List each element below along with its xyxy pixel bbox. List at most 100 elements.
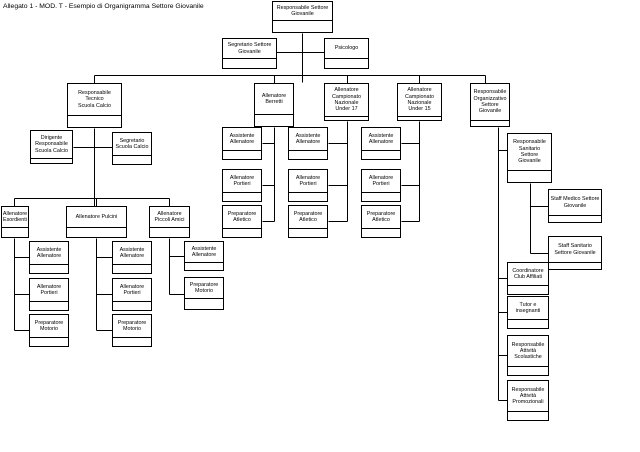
org-box-resp-organizzativo: Responsabile Organizzativo Settore Giova… bbox=[470, 83, 510, 127]
org-box-divider bbox=[185, 298, 223, 299]
org-box-divider bbox=[150, 227, 189, 228]
org-box-divider bbox=[289, 192, 327, 193]
org-box-divider bbox=[67, 227, 126, 228]
org-box-divider bbox=[113, 264, 151, 265]
org-box-label: Assistente Allenatore bbox=[119, 246, 145, 259]
org-box-divider bbox=[31, 158, 72, 159]
org-box-pulc-portieri: Allenatore Portieri bbox=[112, 278, 152, 311]
org-box-divider bbox=[273, 20, 332, 21]
page-title: Allegato 1 - MOD. T - Esempio di Organig… bbox=[3, 3, 204, 10]
org-box-responsabile: Responsabile Settore Giovanile bbox=[272, 1, 333, 33]
org-box-divider bbox=[508, 285, 548, 286]
org-box-staff-sanitario: Staff Sanitario Settore Giovanile bbox=[548, 236, 602, 270]
org-box-u17-assistente: Assistente Allenatore bbox=[288, 127, 328, 160]
org-box-divider bbox=[113, 337, 151, 338]
org-box-coordinatore: Coordinatore Club Affiliati bbox=[507, 262, 549, 295]
org-box-label: Allenatore Pulcini bbox=[75, 213, 118, 220]
org-box-divider bbox=[30, 264, 68, 265]
org-box-label: Allenatore Portieri bbox=[36, 283, 62, 296]
org-box-divider bbox=[508, 411, 548, 412]
org-box-all-piccoli: Allenatore Piccoli Amici bbox=[149, 206, 190, 238]
org-box-divider bbox=[508, 319, 548, 320]
org-box-all-berretti: Allenatore Berretti bbox=[254, 83, 294, 127]
org-box-label: Segretario Scuola Calcio bbox=[115, 137, 149, 150]
org-box-divider bbox=[223, 192, 261, 193]
org-box-label: Allenatore Campionato Nazionale Under 17 bbox=[331, 87, 362, 113]
org-box-resp-sanitario: Responsabile Sanitario Settore Giovanile bbox=[507, 133, 552, 183]
org-box-berr-preparatore: Preparatore Atletico bbox=[222, 205, 262, 238]
org-box-label: Assistente Allenatore bbox=[191, 245, 217, 258]
org-box-esord-assistente: Assistente Allenatore bbox=[29, 241, 69, 274]
org-box-all-u17: Allenatore Campionato Nazionale Under 17 bbox=[324, 83, 369, 121]
org-box-divider bbox=[185, 262, 223, 263]
org-box-label: Allenatore Portieri bbox=[368, 174, 394, 187]
org-box-all-esordienti: Allenatore Esordienti bbox=[1, 206, 29, 238]
org-box-segretario-sc: Segretario Scuola Calcio bbox=[112, 132, 152, 165]
org-box-u17-portieri: Allenatore Portieri bbox=[288, 169, 328, 202]
org-box-label: Allenatore Berretti bbox=[261, 92, 287, 105]
org-box-label: Assistente Allenatore bbox=[36, 246, 62, 259]
org-box-divider bbox=[223, 228, 261, 229]
org-box-picc-preparatore: Preparatore Motorio bbox=[184, 277, 224, 310]
org-box-label: Psicologo bbox=[334, 45, 359, 52]
org-box-tutor: Tutor e insegnanti bbox=[507, 296, 549, 329]
org-box-divider bbox=[362, 228, 400, 229]
org-box-divider bbox=[255, 114, 293, 115]
org-box-label: Responsabile Sanitario Settore Giovanile bbox=[513, 139, 546, 165]
org-box-label: Preparatore Motorio bbox=[34, 319, 64, 332]
org-box-divider bbox=[2, 227, 28, 228]
org-box-label: Responsabile Organizzativo Settore Giova… bbox=[473, 89, 507, 115]
org-box-label: Allenatore Portieri bbox=[119, 283, 145, 296]
org-box-label: Dirigente Responsabile Scuola Calcio bbox=[35, 135, 68, 154]
org-box-label: Preparatore Atletico bbox=[227, 210, 257, 223]
org-box-all-u15: Allenatore Campionato Nazionale Under 15 bbox=[397, 83, 442, 121]
org-box-label: Segretario Settore Giovanile bbox=[227, 42, 272, 55]
org-box-divider bbox=[113, 155, 151, 156]
org-box-divider bbox=[362, 150, 400, 151]
org-box-berr-portieri: Allenatore Portieri bbox=[222, 169, 262, 202]
org-box-label: Responsabile Attività Scolastiche bbox=[511, 341, 545, 361]
org-box-label: Coordinatore Club Affiliati bbox=[512, 267, 544, 280]
org-box-resp-promozionali: Responsabile Attività Promozionali bbox=[507, 380, 549, 421]
org-box-divider bbox=[508, 366, 548, 367]
org-box-label: Allenatore Piccoli Amici bbox=[154, 210, 185, 223]
org-box-staff-medico: Staff Medico Settore Giovanile bbox=[548, 189, 602, 223]
org-box-divider bbox=[325, 116, 368, 117]
org-box-divider bbox=[325, 58, 368, 59]
org-box-label: Allenatore Campionato Nazionale Under 15 bbox=[404, 87, 435, 113]
org-box-resp-tecnico: Responsabile Tecnico Scuola Calcio bbox=[67, 83, 122, 128]
org-box-esord-preparatore: Preparatore Motorio bbox=[29, 314, 69, 347]
org-box-label: Preparatore Atletico bbox=[366, 210, 396, 223]
org-box-divider bbox=[113, 301, 151, 302]
org-box-divider bbox=[471, 120, 509, 121]
org-box-u17-preparatore: Preparatore Atletico bbox=[288, 205, 328, 238]
org-box-divider bbox=[549, 262, 601, 263]
org-box-label: Allenatore Portieri bbox=[229, 174, 255, 187]
org-box-label: Staff Sanitario Settore Giovanile bbox=[554, 243, 596, 256]
org-box-label: Assistente Allenatore bbox=[229, 132, 255, 145]
org-box-resp-scolastiche: Responsabile Attività Scolastiche bbox=[507, 335, 549, 376]
org-box-dirigente-resp: Dirigente Responsabile Scuola Calcio bbox=[30, 130, 73, 164]
org-box-divider bbox=[289, 150, 327, 151]
org-box-divider bbox=[549, 215, 601, 216]
org-box-label: Tutor e insegnanti bbox=[515, 301, 541, 314]
org-box-u15-preparatore: Preparatore Atletico bbox=[361, 205, 401, 238]
org-box-label: Responsabile Settore Giovanile bbox=[276, 4, 329, 17]
org-box-divider bbox=[398, 116, 441, 117]
org-box-label: Responsabile Attività Promozionali bbox=[511, 386, 545, 406]
org-box-divider bbox=[362, 192, 400, 193]
org-box-berr-assistente: Assistente Allenatore bbox=[222, 127, 262, 160]
org-box-segretario-settore: Segretario Settore Giovanile bbox=[222, 38, 277, 69]
org-box-label: Preparatore Atletico bbox=[293, 210, 323, 223]
org-box-label: Preparatore Motorio bbox=[189, 281, 219, 294]
org-box-label: Assistente Allenatore bbox=[295, 132, 321, 145]
org-box-divider bbox=[223, 150, 261, 151]
org-box-label: Responsabile Tecnico Scuola Calcio bbox=[78, 90, 111, 109]
org-box-divider bbox=[289, 228, 327, 229]
org-box-label: Preparatore Motorio bbox=[117, 319, 147, 332]
org-box-u15-assistente: Assistente Allenatore bbox=[361, 127, 401, 160]
org-box-psicologo: Psicologo bbox=[324, 38, 369, 69]
org-box-divider bbox=[68, 115, 121, 116]
org-box-esord-portieri: Allenatore Portieri bbox=[29, 278, 69, 311]
org-box-pulc-assistente: Assistente Allenatore bbox=[112, 241, 152, 274]
